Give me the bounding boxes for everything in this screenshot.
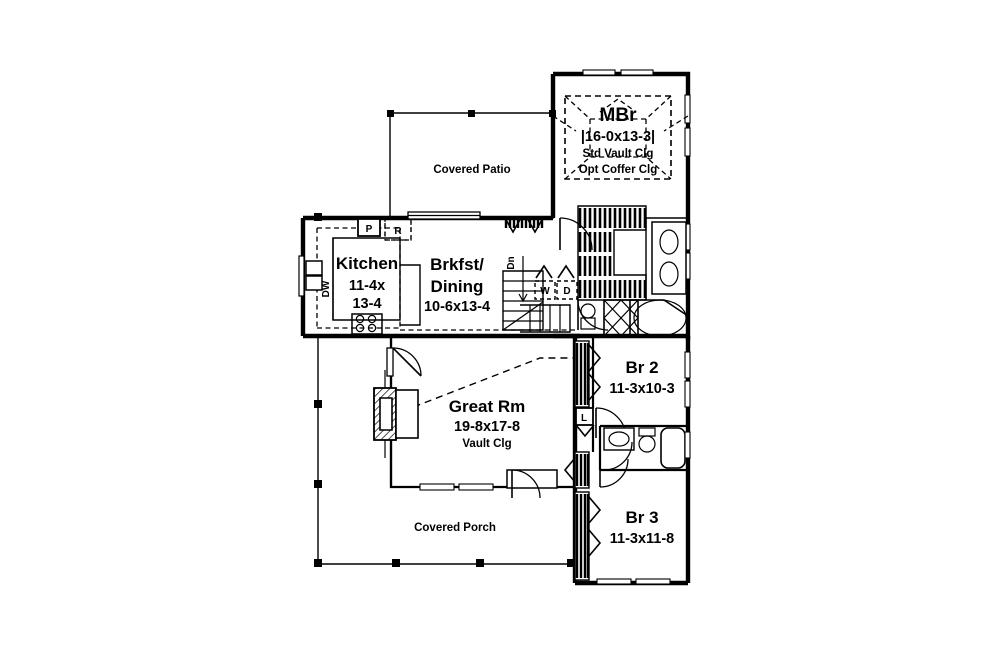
linen-closet bbox=[575, 407, 595, 438]
window bbox=[684, 127, 691, 157]
covered-patio-label: Covered Patio bbox=[433, 164, 510, 176]
linen-label: L bbox=[581, 413, 587, 424]
bedroom-3-dimensions: 11-3x11-8 bbox=[610, 531, 675, 547]
bedroom-2-closet bbox=[574, 340, 602, 408]
vanity-sink bbox=[659, 229, 679, 255]
kitchen-dim-line-2: 13-4 bbox=[352, 296, 381, 312]
great-room-note: Vault Clg bbox=[462, 438, 511, 450]
dryer-label: D bbox=[563, 286, 570, 297]
master-bedroom-door bbox=[559, 217, 593, 251]
window bbox=[298, 255, 305, 297]
window bbox=[684, 380, 691, 408]
window bbox=[419, 483, 455, 491]
refrigerator-label: R bbox=[394, 226, 402, 237]
fireplace-masonry bbox=[373, 387, 397, 441]
fireplace bbox=[373, 370, 419, 458]
patio-column-marker bbox=[387, 110, 394, 117]
porch-column-marker bbox=[476, 559, 484, 567]
window bbox=[620, 69, 654, 76]
bedroom-2-label: Br 2 bbox=[625, 358, 658, 377]
covered-porch-label: Covered Porch bbox=[414, 522, 496, 534]
fireplace-hearth bbox=[395, 389, 419, 439]
master-bedroom-dimensions: |16-0x13-3| bbox=[581, 129, 655, 145]
kitchen-counters bbox=[298, 218, 421, 335]
hall-bath bbox=[598, 424, 688, 472]
great-room-label: Great Rm bbox=[449, 397, 526, 416]
laundry-washer-dryer bbox=[534, 280, 578, 300]
porch-column-marker bbox=[392, 559, 400, 567]
bedroom-2-dimensions: 11-3x10-3 bbox=[609, 381, 674, 397]
bath-sink bbox=[608, 431, 630, 447]
washer-box bbox=[534, 280, 556, 300]
cooktop bbox=[351, 313, 383, 335]
porch-column-marker bbox=[314, 400, 322, 408]
porch-column-marker bbox=[567, 559, 575, 567]
window bbox=[596, 578, 632, 585]
kitchen-dim-line-1: 11-4x bbox=[349, 278, 385, 294]
laundry-bifold-doors bbox=[535, 264, 575, 279]
great-room-dimensions: 19-8x17-8 bbox=[454, 419, 520, 435]
master-coffer-ceiling-outline bbox=[552, 95, 689, 180]
bedroom-3-closet-lower bbox=[574, 491, 602, 581]
window bbox=[635, 578, 671, 585]
bedroom-3-door bbox=[599, 458, 629, 488]
porch-column-marker bbox=[314, 480, 322, 488]
master-closet-shelving bbox=[577, 205, 647, 301]
toilet-tank bbox=[580, 317, 596, 330]
kitchen-sink-basin bbox=[305, 260, 323, 276]
cooktop-burner bbox=[367, 314, 377, 324]
stairs-down-label: Dn bbox=[506, 256, 517, 269]
washer-label: W bbox=[540, 286, 550, 297]
patio-slider-door bbox=[407, 211, 481, 220]
dining-door-swings bbox=[504, 216, 544, 234]
kitchen-sink-basin bbox=[305, 275, 323, 291]
window bbox=[684, 431, 691, 459]
pantry-label: P bbox=[366, 224, 373, 235]
bathtub bbox=[660, 427, 686, 469]
master-suite-walls bbox=[550, 69, 691, 340]
pantry-box bbox=[357, 218, 381, 237]
master-bath bbox=[580, 217, 689, 337]
master-bedroom-note-1: Std Vault Clg bbox=[583, 148, 654, 160]
window bbox=[684, 94, 691, 124]
toilet-bowl bbox=[638, 435, 656, 453]
covered-porch-outline bbox=[314, 336, 575, 567]
great-room-front-door bbox=[506, 469, 558, 499]
vault-ridge-line bbox=[379, 357, 580, 421]
cooktop-burner bbox=[355, 314, 365, 324]
vanity-sink bbox=[659, 261, 679, 287]
bedroom-3-closet-upper bbox=[563, 451, 590, 489]
window bbox=[684, 351, 691, 379]
master-closet-door bbox=[577, 299, 609, 331]
dining-label-line-1: Brkfst/ bbox=[430, 255, 484, 274]
bedroom-3-label: Br 3 bbox=[625, 508, 658, 527]
window bbox=[458, 483, 494, 491]
patio-column-marker bbox=[468, 110, 475, 117]
hall-bath-vanity bbox=[603, 427, 635, 451]
master-bedroom-note-2: Opt Coffer Clg bbox=[579, 164, 658, 176]
porch-column-marker bbox=[314, 559, 322, 567]
dishwasher-label: DW bbox=[321, 280, 332, 297]
great-room-side-door bbox=[386, 347, 422, 377]
cooktop-burner bbox=[367, 323, 377, 333]
window bbox=[582, 69, 616, 76]
kitchen-label: Kitchen bbox=[336, 254, 398, 273]
dryer-box bbox=[556, 280, 578, 300]
garden-tub bbox=[633, 299, 687, 337]
master-vanity bbox=[651, 221, 687, 295]
dining-dimensions: 10-6x13-4 bbox=[424, 299, 490, 315]
stairs bbox=[502, 256, 571, 333]
cooktop-burner bbox=[355, 323, 365, 333]
dining-label-line-2: Dining bbox=[431, 277, 484, 296]
master-bedroom-label: MBr bbox=[600, 105, 638, 126]
